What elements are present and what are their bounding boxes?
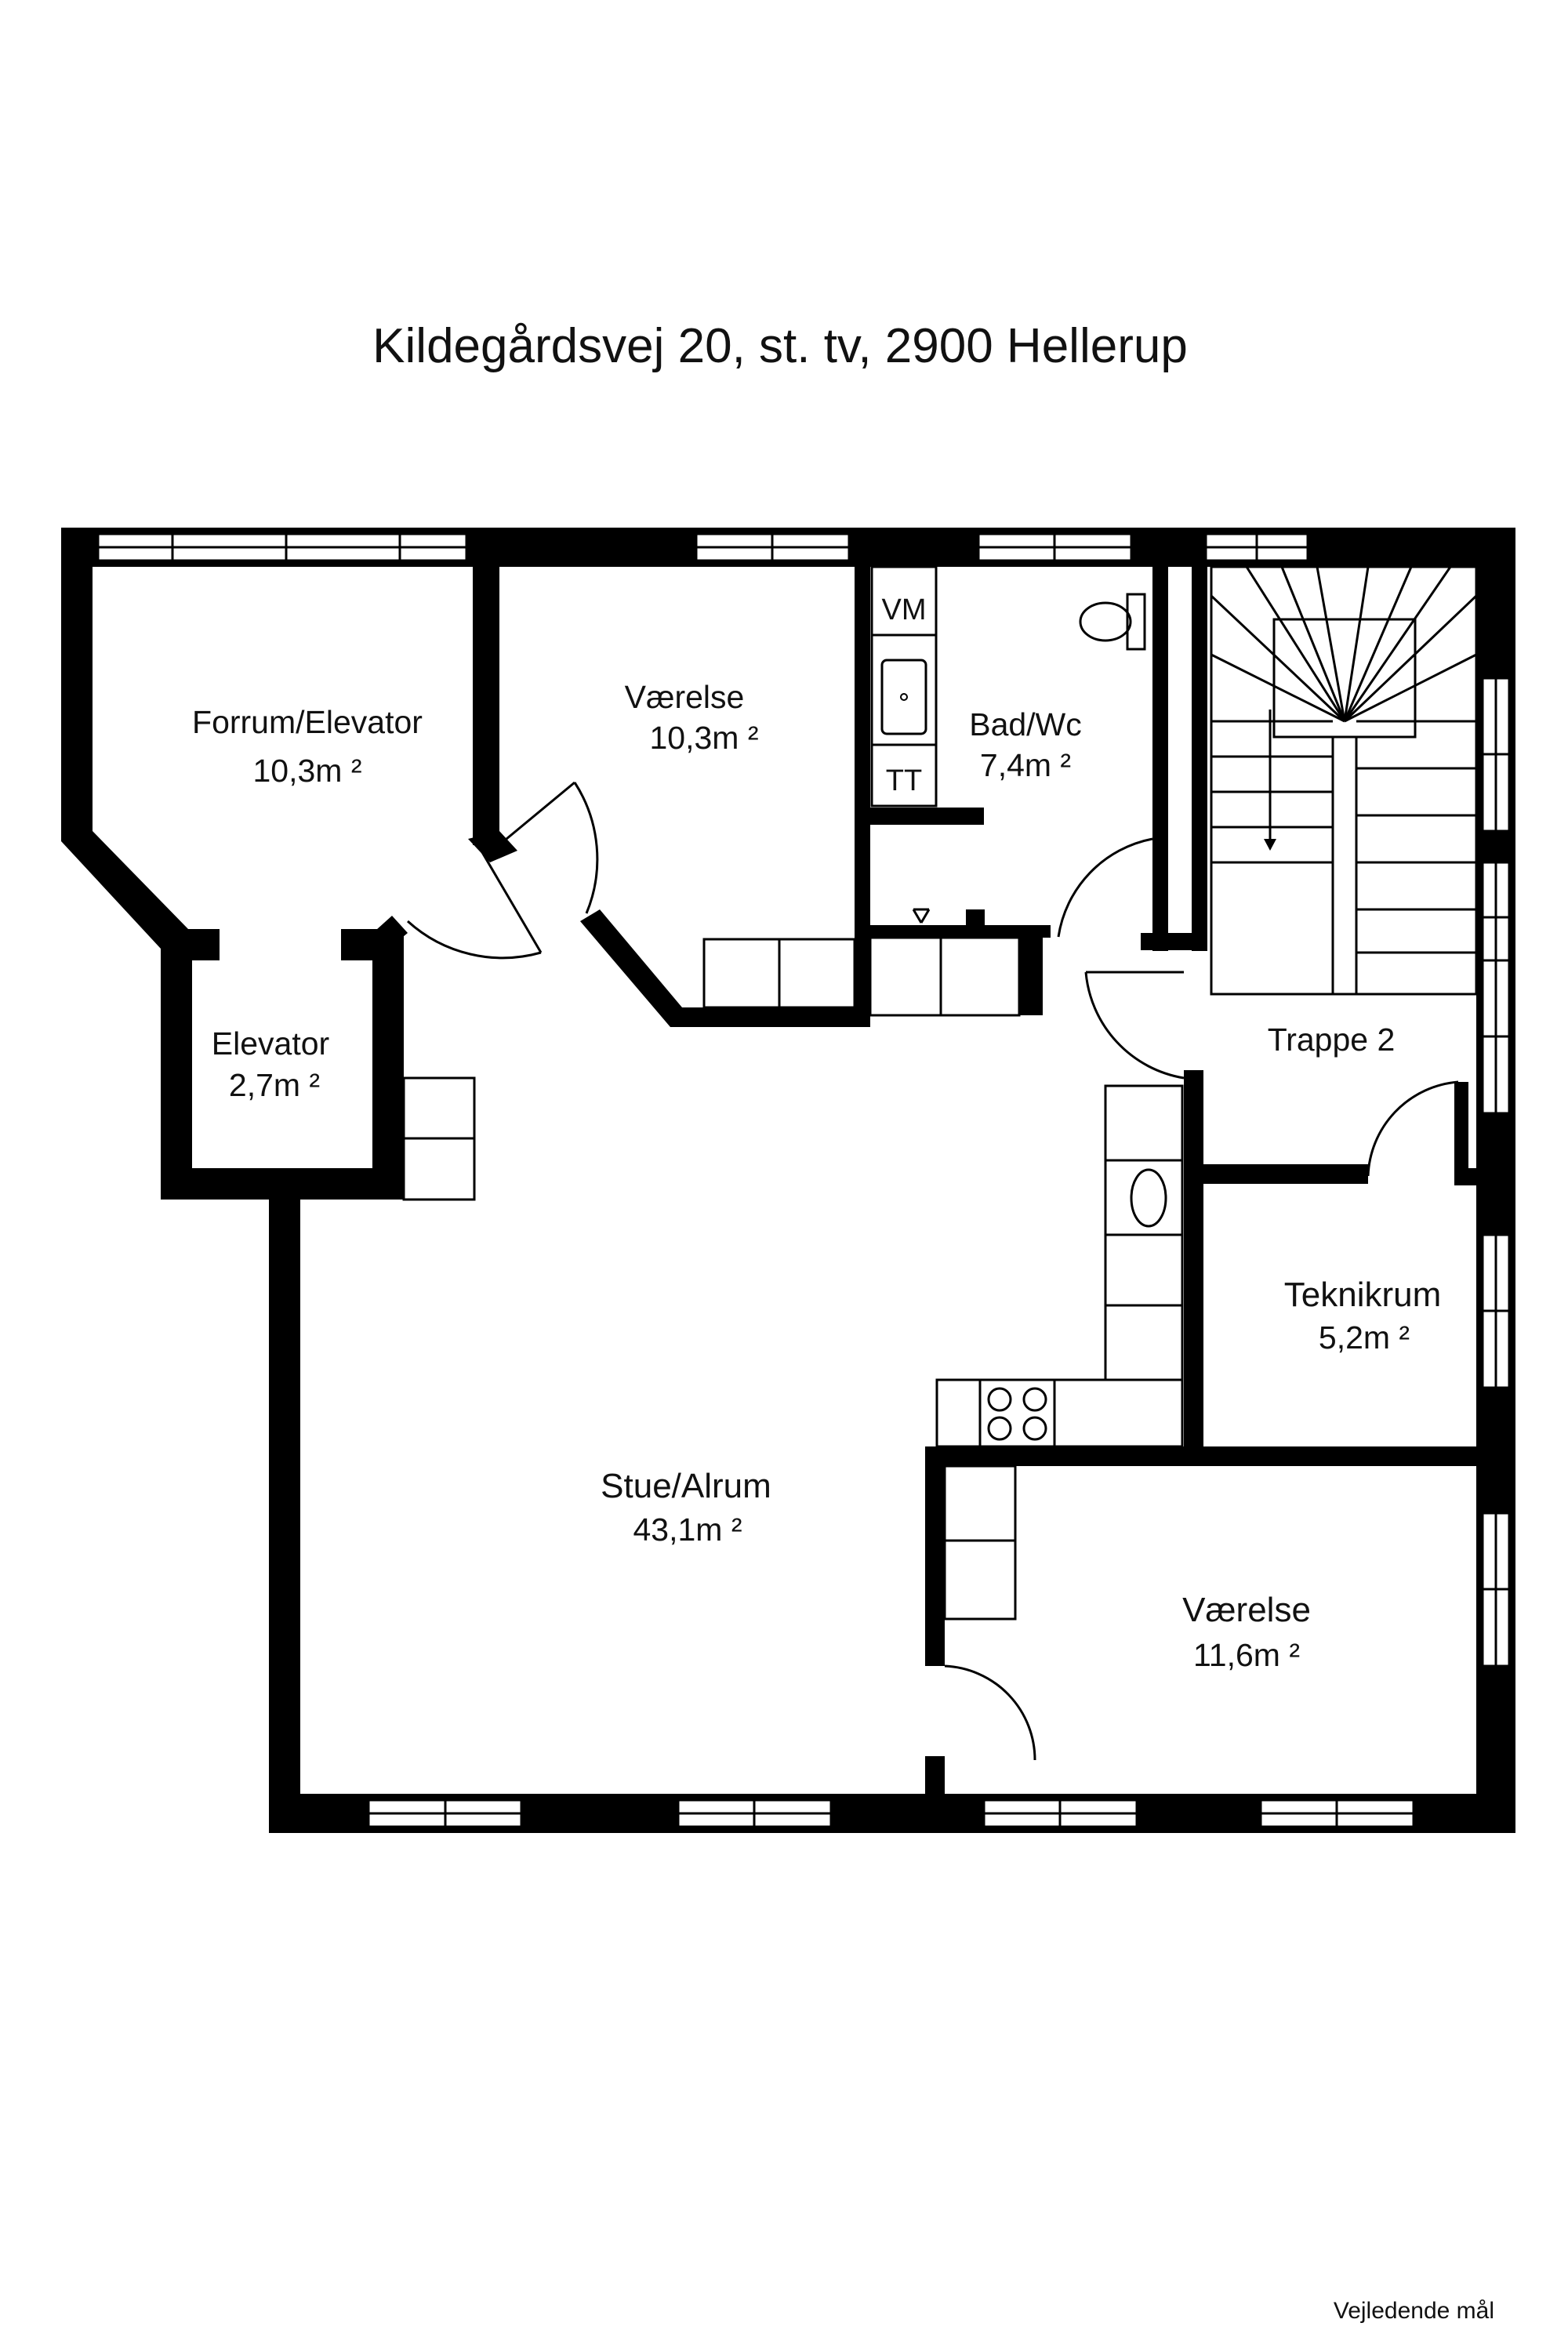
staircase <box>1210 565 1478 996</box>
room-bad-area: 7,4m ² <box>980 747 1071 783</box>
doors <box>406 781 1459 1761</box>
room-stue-name: Stue/Alrum <box>601 1467 771 1505</box>
address-title: Kildegårdsvej 20, st. tv, 2900 Hellerup <box>372 319 1188 373</box>
room-vaerelse-top-area: 10,3m ² <box>650 720 759 756</box>
room-trappe-name: Trappe 2 <box>1268 1022 1396 1058</box>
room-forrum-area: 10,3m ² <box>253 753 362 789</box>
room-stue-area: 43,1m ² <box>633 1512 742 1548</box>
interior-walls <box>161 528 1478 1803</box>
windows <box>96 532 1511 1828</box>
room-elevator-area: 2,7m ² <box>229 1067 320 1103</box>
fixtures <box>402 565 1184 1621</box>
room-vaerelse-bottom-area: 11,6m ² <box>1193 1637 1300 1673</box>
room-elevator-name: Elevator <box>212 1025 329 1062</box>
fixture-vm-label: VM <box>882 593 927 626</box>
room-teknikrum-area: 5,2m ² <box>1319 1319 1410 1356</box>
room-labels: Forrum/Elevator 10,3m ² Værelse 10,3m ² … <box>192 593 1441 1673</box>
room-vaerelse-top-name: Værelse <box>625 679 745 715</box>
footer-note: Vejledende mål <box>1334 2298 1494 2324</box>
room-forrum-name: Forrum/Elevator <box>192 704 423 740</box>
room-bad-name: Bad/Wc <box>969 706 1082 742</box>
room-teknikrum-name: Teknikrum <box>1284 1276 1442 1314</box>
fixture-tt-label: TT <box>886 764 922 797</box>
room-vaerelse-bottom-name: Værelse <box>1182 1591 1311 1629</box>
